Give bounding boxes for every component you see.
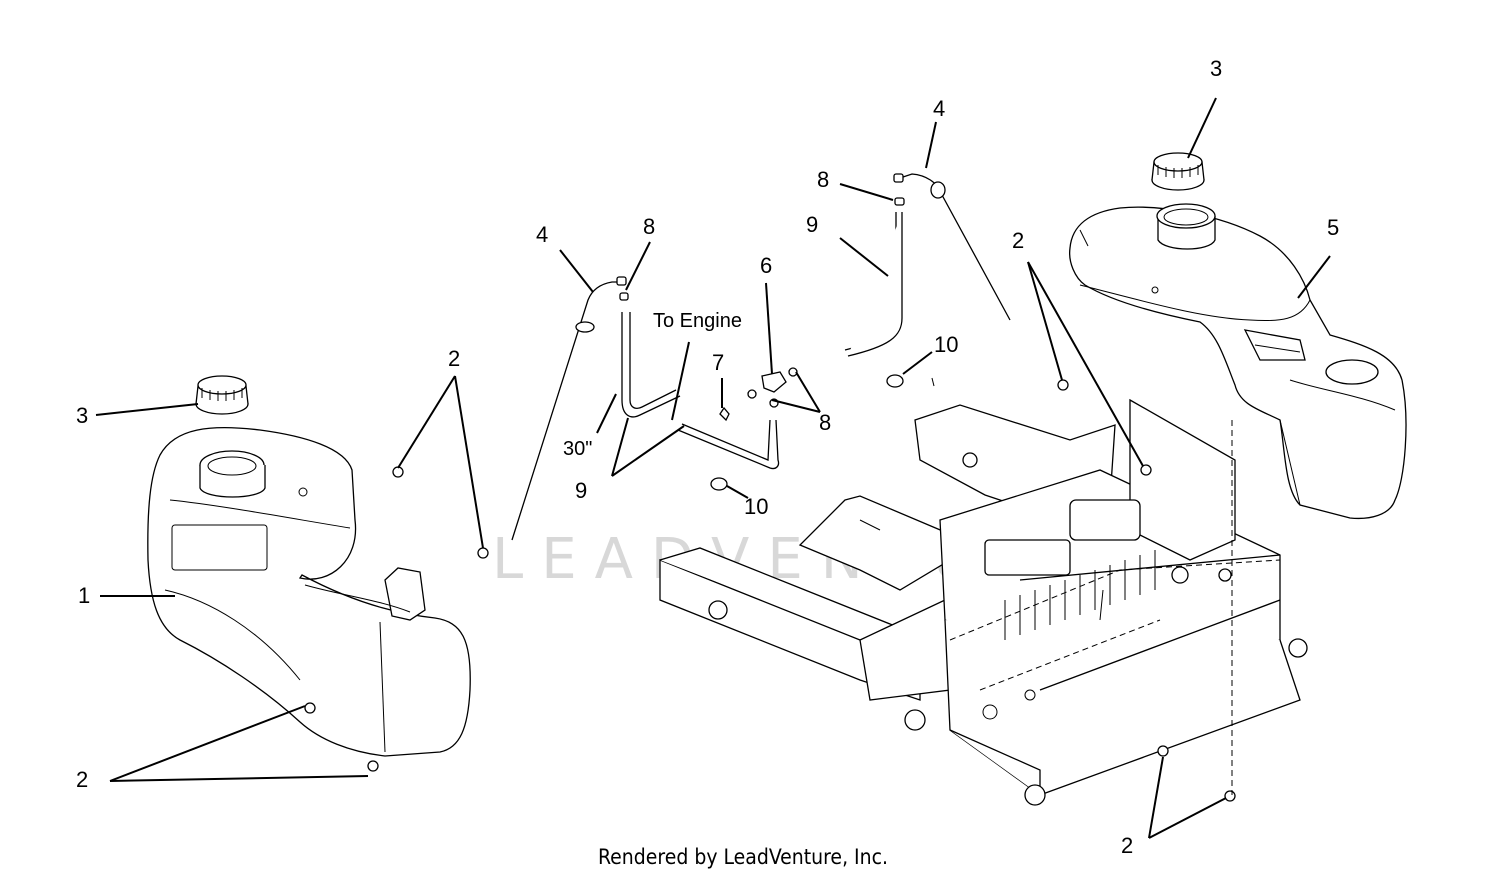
callout-right-vent-line: 4 (933, 96, 945, 121)
hose-length-note: 30" (563, 438, 592, 460)
right-vent-line (893, 173, 1011, 321)
callout-left-fuel-line: 9 (575, 478, 587, 503)
callout-right-fuel-line: 9 (806, 212, 818, 237)
callout-shutoff-valve: 6 (760, 253, 772, 278)
render-credit: Rendered by LeadVenture, Inc. (598, 845, 888, 869)
right-fuel-tank (1069, 203, 1407, 520)
mower-frame (659, 398, 1308, 806)
callout-left-tank: 1 (78, 583, 90, 608)
callout-left-cap: 3 (76, 403, 88, 428)
callout-right-cap: 3 (1210, 56, 1222, 81)
left-fuel-line (621, 312, 780, 470)
callout-left-mount-hw-top: 2 (448, 346, 460, 371)
callout-left-vent-line: 4 (536, 222, 548, 247)
callout-right-hose-clamp: 8 (817, 167, 829, 192)
callout-left-mount-hw-bottom: 2 (76, 767, 88, 792)
shutoff-valve-assembly (710, 367, 798, 491)
left-mounting-hardware (304, 466, 489, 772)
callout-right-grommet: 10 (934, 332, 958, 357)
right-fuel-cap (1151, 152, 1205, 191)
callout-right-mount-hw-bottom: 2 (1121, 833, 1133, 858)
callout-right-tank: 5 (1327, 215, 1339, 240)
callout-left-hose-clamp: 8 (643, 214, 655, 239)
callout-valve-clamps: 8 (819, 410, 831, 435)
to-engine-note: To Engine (653, 310, 742, 332)
leader-lines (95, 97, 1331, 839)
left-fuel-tank (147, 426, 471, 757)
right-mounting-hardware (1057, 379, 1236, 802)
left-vent-line (511, 276, 629, 541)
callout-valve-screw: 7 (712, 350, 724, 375)
left-fuel-cap (195, 375, 249, 415)
right-fuel-line (844, 212, 935, 388)
callout-labels: 1 3 2 2 4 8 9 6 7 8 10 4 8 9 10 3 5 2 2 (76, 56, 1339, 858)
callout-left-grommet: 10 (744, 494, 768, 519)
callout-right-mount-hw-top: 2 (1012, 228, 1024, 253)
